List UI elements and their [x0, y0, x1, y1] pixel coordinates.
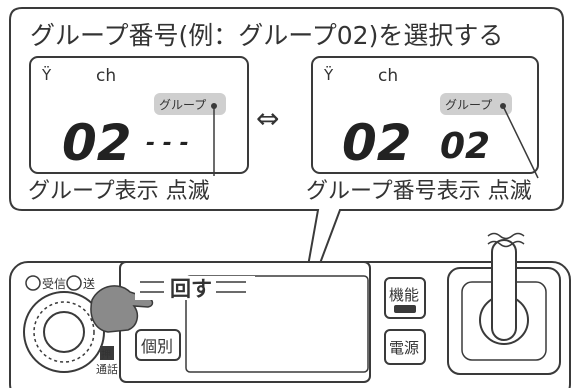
left-ch-label: ch	[96, 66, 116, 86]
rx-indicator-label: 受信	[42, 277, 66, 291]
ptt-marker	[100, 346, 114, 360]
dengen-button[interactable]	[384, 329, 426, 365]
rotate-label-bg	[135, 276, 255, 300]
knob-ridge	[33, 301, 95, 363]
cable-break-mark	[487, 240, 525, 248]
kobetsu-button-label: 個別	[141, 337, 173, 356]
left-channel-digits: 02	[62, 114, 132, 172]
tx-indicator-label: 送	[83, 276, 95, 291]
right-caption: グループ番号表示 点滅	[306, 179, 532, 204]
radio-unit: 受信 送 回す 個別 機能 電源 押 通話	[9, 232, 571, 388]
antenna-icon: Ÿ	[41, 65, 52, 84]
double-arrow-icon: ⇔	[256, 102, 279, 135]
antenna-cable	[491, 239, 517, 341]
right-ch-label: ch	[378, 66, 398, 86]
kobetsu-button[interactable]	[135, 329, 181, 361]
left-lcd: Ÿ ch グループ 02 - - -	[29, 56, 249, 176]
rx-indicator-icon	[25, 275, 41, 291]
antenna-icon: Ÿ	[323, 65, 334, 84]
knob-center	[43, 311, 85, 353]
right-group-digits: 02	[440, 126, 490, 167]
left-caption: グループ表示 点滅	[28, 179, 210, 204]
right-lcd-frame	[311, 56, 539, 174]
tx-indicator-icon	[66, 275, 82, 291]
right-group-tag-bg	[440, 93, 512, 115]
left-group-tag-bg	[154, 93, 226, 115]
callout-title: グループ番号(例：グループ02)を選択する	[30, 21, 503, 50]
left-group-tag: グループ	[159, 98, 206, 112]
left-lcd-frame	[29, 56, 249, 174]
rotate-label: 回す	[170, 277, 212, 301]
left-group-dashes: - - -	[146, 131, 189, 156]
left-pointer-dot	[211, 103, 217, 109]
right-group-tag: グループ	[445, 98, 492, 112]
kino-button-label: 機能	[389, 286, 419, 304]
cable-break-mark	[487, 232, 525, 240]
tsuwa-label: 通話	[96, 362, 118, 376]
right-pointer-dot	[500, 103, 506, 109]
right-pointer-line	[502, 105, 539, 179]
right-channel-digits: 02	[342, 114, 412, 172]
dengen-button-label: 電源	[389, 339, 419, 357]
ptt-label: 押	[101, 348, 111, 361]
right-lcd: Ÿ ch グループ 02 02	[311, 56, 539, 179]
key-lock-icon	[394, 305, 416, 313]
